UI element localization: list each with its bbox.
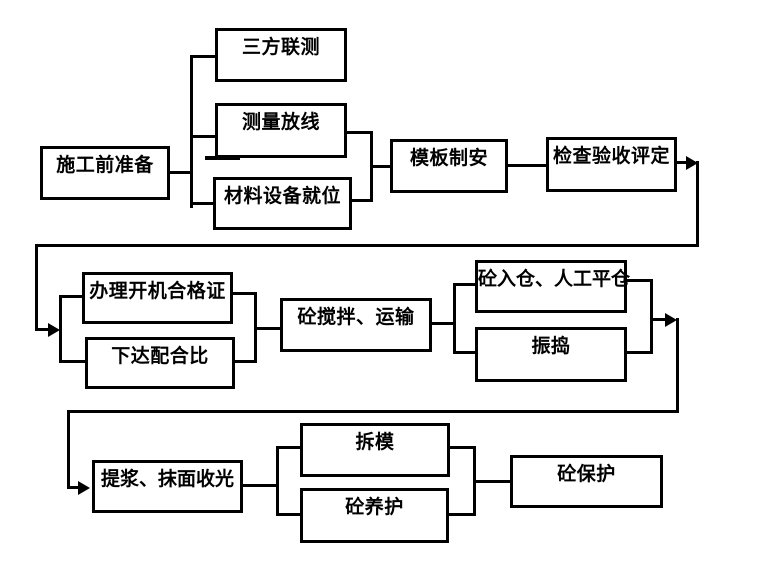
node-materials-equipment: 材料设备就位 (213, 177, 352, 230)
connector-line (627, 279, 653, 282)
connector-line (254, 327, 280, 330)
connector-line (67, 410, 679, 413)
connector-line (35, 244, 699, 247)
connector-line (453, 283, 475, 286)
connector-line (59, 295, 82, 298)
connector-line (35, 328, 50, 331)
connector-line (352, 199, 372, 202)
connector-line (276, 446, 300, 449)
connector-line (453, 283, 456, 354)
connector-line (276, 446, 279, 516)
connector-line (67, 486, 80, 489)
node-joint-survey: 三方联测 (215, 28, 347, 82)
connector-line (205, 156, 240, 160)
node-inspection-acceptance: 检查验收评定 (546, 137, 677, 192)
connector-line (233, 292, 257, 295)
connector-line (35, 244, 38, 331)
node-startup-certificate: 办理开机合格证 (82, 272, 233, 324)
connector-line (696, 161, 699, 247)
node-pre-construction: 施工前准备 (40, 146, 170, 200)
node-vibrating: 振捣 (475, 327, 627, 382)
connector-line (235, 360, 257, 363)
connector-line (190, 135, 215, 138)
arrow-right-icon (48, 323, 60, 337)
node-formwork-removal: 拆模 (300, 423, 450, 477)
connector-line (450, 446, 476, 449)
arrow-right-icon (686, 156, 698, 170)
node-issue-mix-ratio: 下达配合比 (85, 337, 235, 389)
connector-line (508, 164, 546, 167)
connector-line (190, 55, 215, 58)
connector-line (243, 484, 279, 487)
connector-line (650, 279, 653, 354)
connector-line (473, 480, 510, 483)
node-concrete-protection: 砼保护 (510, 455, 663, 508)
connector-line (170, 171, 192, 174)
node-placing-leveling: 砼入仓、人工平仓 (475, 260, 630, 313)
connector-line (190, 202, 213, 205)
connector-line (59, 360, 85, 363)
connector-line (347, 131, 373, 134)
connector-line (449, 513, 473, 516)
node-concrete-curing: 砼养护 (300, 488, 449, 543)
node-mix-transport: 砼搅拌、运输 (280, 298, 432, 352)
arrow-right-icon (78, 481, 90, 495)
connector-line (276, 513, 300, 516)
connector-line (677, 161, 688, 164)
connector-line (627, 351, 652, 354)
connector-line (59, 295, 62, 363)
connector-line (432, 322, 456, 325)
arrow-right-icon (665, 313, 677, 327)
node-slurry-finishing: 提浆、抹面收光 (92, 460, 243, 513)
node-formwork-install: 模板制安 (390, 139, 508, 193)
connector-line (650, 318, 667, 321)
connector-line (370, 165, 390, 168)
connector-line (67, 410, 70, 489)
node-survey-layout: 测量放线 (215, 103, 347, 158)
connector-line (453, 351, 475, 354)
connector-line (676, 318, 679, 413)
connector-line (190, 55, 193, 208)
